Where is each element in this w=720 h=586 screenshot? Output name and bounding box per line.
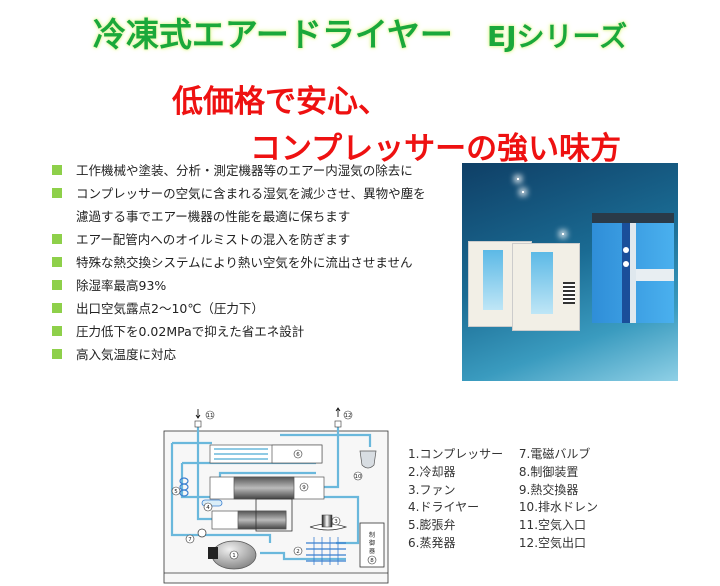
- legend-item: 3.ファン: [408, 482, 456, 497]
- page-title: 冷凍式エアードライヤー EJシリーズ: [0, 8, 720, 56]
- svg-text:11: 11: [207, 413, 214, 419]
- bullet-square-icon: [52, 257, 62, 267]
- feature-item: エアー配管内へのオイルミストの混入を防ぎます: [52, 232, 462, 247]
- svg-text:8: 8: [370, 558, 374, 564]
- feature-item: 高入気温度に対応: [52, 347, 462, 362]
- legend-item: 11.空気入口: [518, 518, 587, 533]
- bullet-square-icon: [52, 165, 62, 175]
- feature-item: コンプレッサーの空気に含まれる湿気を減少させ、異物や塵を濾過する事でエアー機器の…: [52, 186, 462, 224]
- svg-text:1: 1: [232, 553, 236, 559]
- legend-column-right: 7.電磁バルブ 8.制御装置 9.熱交換器 10.排水ドレン 11.空気入口 1…: [519, 446, 598, 553]
- sparkle-icon: [562, 233, 564, 235]
- legend-item: 2.冷却器: [408, 464, 456, 479]
- legend-item: 5.膨張弁: [408, 518, 456, 533]
- diagram-legend: 1.コンプレッサー 2.冷却器 3.ファン 4.ドライヤー 5.膨張弁 6.蒸発…: [408, 446, 598, 553]
- legend-item: 10.排水ドレン: [518, 500, 599, 515]
- sparkle-icon: [517, 178, 519, 180]
- legend-item: 12.空気出口: [518, 535, 587, 550]
- svg-text:2: 2: [296, 549, 300, 555]
- svg-text:7: 7: [188, 537, 192, 543]
- sparkle-icon: [522, 191, 524, 193]
- product-photo: [462, 163, 678, 381]
- slogan-line-1: 低価格で安心、: [172, 84, 389, 120]
- bullet-square-icon: [52, 188, 62, 198]
- svg-text:3: 3: [334, 519, 338, 525]
- title-text: 冷凍式エアードライヤー: [92, 15, 453, 54]
- svg-text:御: 御: [369, 539, 375, 547]
- system-diagram: 制 御 器 11 12 6 9 10 5 4 7 2: [163, 407, 389, 584]
- bullet-square-icon: [52, 349, 62, 359]
- legend-item: 8.制御装置: [518, 464, 579, 479]
- svg-text:6: 6: [296, 452, 300, 458]
- legend-item: 1.コンプレッサー: [408, 447, 504, 461]
- feature-item: 工作機械や塗装、分析・測定機器等のエアー内湿気の除去に: [52, 163, 462, 178]
- legend-item: 4.ドライヤー: [408, 500, 480, 515]
- dryer-unit-small-2: [512, 243, 580, 331]
- feature-item: 圧力低下を0.02MPaで抑えた省エネ設計: [52, 324, 462, 339]
- feature-item: 除湿率最高93%: [52, 278, 462, 293]
- bullet-square-icon: [52, 280, 62, 290]
- feature-item: 特殊な熱交換システムにより熱い空気を外に流出させません: [52, 255, 462, 270]
- svg-text:4: 4: [206, 505, 210, 511]
- legend-item: 6.蒸発器: [408, 535, 456, 550]
- legend-item: 9.熱交換器: [518, 482, 579, 497]
- legend-item: 7.電磁バルブ: [518, 447, 591, 461]
- svg-text:12: 12: [345, 413, 352, 419]
- bullet-square-icon: [52, 326, 62, 336]
- feature-item: 出口空気露点2～10℃（圧力下）: [52, 301, 462, 316]
- svg-text:9: 9: [302, 485, 306, 491]
- bullet-square-icon: [52, 234, 62, 244]
- feature-list: 工作機械や塗装、分析・測定機器等のエアー内湿気の除去に コンプレッサーの空気に含…: [52, 163, 462, 370]
- slogan-line-2: コンプレッサーの強い味方: [250, 131, 622, 167]
- bullet-square-icon: [52, 303, 62, 313]
- series-name: EJシリーズ: [486, 20, 628, 53]
- dryer-unit-large: [592, 213, 674, 323]
- legend-column-left: 1.コンプレッサー 2.冷却器 3.ファン 4.ドライヤー 5.膨張弁 6.蒸発…: [408, 446, 503, 553]
- svg-text:5: 5: [174, 489, 178, 495]
- svg-text:器: 器: [369, 548, 375, 555]
- svg-text:10: 10: [355, 474, 362, 480]
- svg-text:制: 制: [369, 531, 375, 539]
